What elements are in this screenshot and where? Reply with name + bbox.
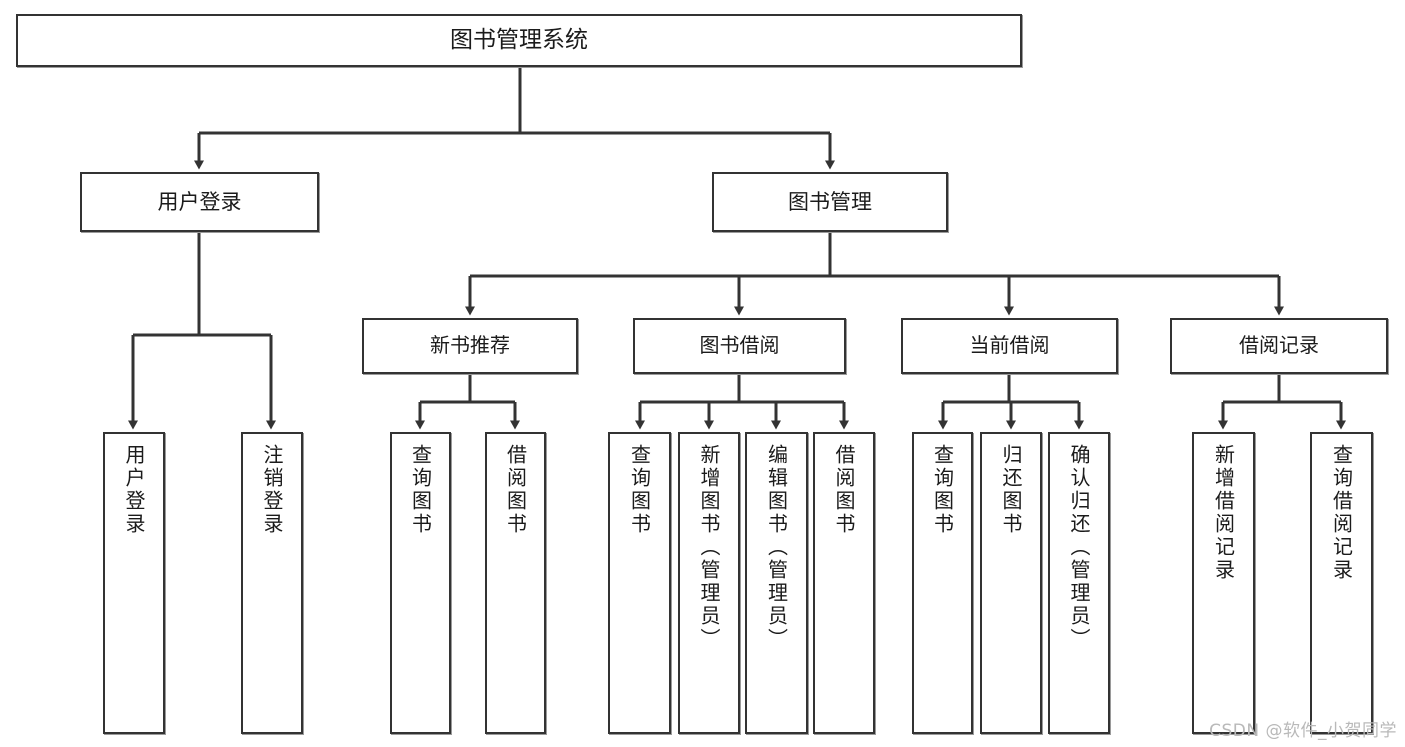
leaf-user-login[interactable]: 用户登录 <box>103 432 165 734</box>
leaf-add-book[interactable]: 新增图书（管理员） <box>678 432 740 734</box>
leaf-edit-book-label: 编辑图书（管理员） <box>764 444 789 651</box>
node-book-manage-label: 图书管理 <box>788 189 872 214</box>
node-user-login-label: 用户登录 <box>157 189 242 214</box>
leaf-query-book-2[interactable]: 查询图书 <box>608 432 671 734</box>
node-new-book-recommend-label: 新书推荐 <box>430 333 510 358</box>
node-new-book-recommend[interactable]: 新书推荐 <box>362 318 578 374</box>
node-current-borrow-label: 当前借阅 <box>969 333 1050 358</box>
leaf-confirm-return[interactable]: 确认归还（管理员） <box>1048 432 1110 734</box>
leaf-return-book-label: 归还图书 <box>999 444 1023 536</box>
leaf-query-book-1-label: 查询图书 <box>408 444 433 536</box>
node-root-system[interactable]: 图书管理系统 <box>16 14 1022 67</box>
leaf-confirm-return-label: 确认归还（管理员） <box>1067 444 1091 651</box>
node-user-login[interactable]: 用户登录 <box>80 172 319 232</box>
leaf-borrow-book-1[interactable]: 借阅图书 <box>485 432 546 734</box>
node-book-borrow[interactable]: 图书借阅 <box>633 318 846 374</box>
leaf-query-book-2-label: 查询图书 <box>627 444 652 536</box>
leaf-add-record[interactable]: 新增借阅记录 <box>1192 432 1255 734</box>
leaf-add-book-label: 新增图书（管理员） <box>697 444 721 651</box>
node-borrow-record-label: 借阅记录 <box>1239 333 1319 358</box>
node-book-borrow-label: 图书借阅 <box>699 333 780 358</box>
leaf-borrow-book-2[interactable]: 借阅图书 <box>813 432 875 734</box>
leaf-borrow-book-1-label: 借阅图书 <box>503 444 528 536</box>
leaf-query-book-3-label: 查询图书 <box>930 444 955 536</box>
leaf-user-logout-label: 注销登录 <box>260 444 284 536</box>
leaf-query-record[interactable]: 查询借阅记录 <box>1310 432 1373 734</box>
leaf-query-book-3[interactable]: 查询图书 <box>912 432 973 734</box>
leaf-edit-book[interactable]: 编辑图书（管理员） <box>745 432 808 734</box>
leaf-add-record-label: 新增借阅记录 <box>1211 444 1236 582</box>
leaf-query-book-1[interactable]: 查询图书 <box>390 432 451 734</box>
node-book-manage[interactable]: 图书管理 <box>712 172 948 232</box>
node-root-system-label: 图书管理系统 <box>450 26 588 53</box>
node-current-borrow[interactable]: 当前借阅 <box>901 318 1118 374</box>
leaf-borrow-book-2-label: 借阅图书 <box>832 444 856 536</box>
csdn-watermark: CSDN @软件_小贺同学 <box>1209 721 1397 741</box>
leaf-user-login-label: 用户登录 <box>122 444 146 536</box>
leaf-query-record-label: 查询借阅记录 <box>1329 444 1354 582</box>
leaf-return-book[interactable]: 归还图书 <box>980 432 1042 734</box>
node-borrow-record[interactable]: 借阅记录 <box>1170 318 1388 374</box>
leaf-user-logout[interactable]: 注销登录 <box>241 432 303 734</box>
